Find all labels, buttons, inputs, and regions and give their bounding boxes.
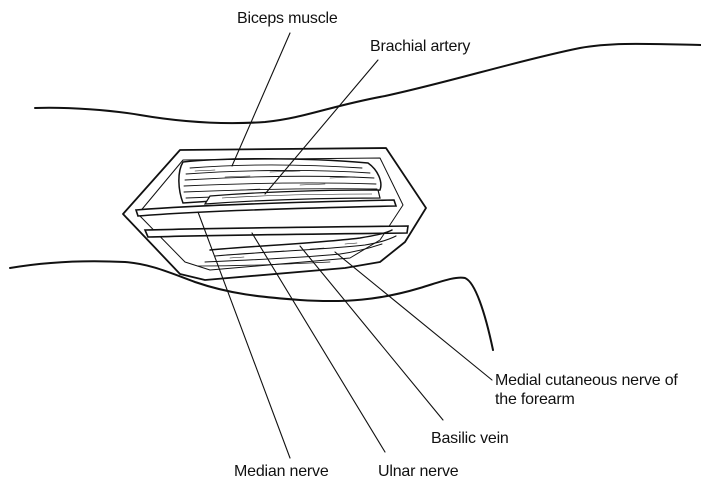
leader-basilic-vein <box>300 246 443 420</box>
median-nerve-band <box>136 200 396 216</box>
label-brachial-artery: Brachial artery <box>370 37 470 56</box>
leader-median-nerve <box>198 212 290 458</box>
label-medial-cutaneous-line2: the forearm <box>495 390 700 409</box>
leader-ulnar-nerve <box>252 233 385 452</box>
label-basilic-vein: Basilic vein <box>431 429 509 448</box>
label-medial-cutaneous-line1: Medial cutaneous nerve of <box>495 371 700 390</box>
label-median-nerve: Median nerve <box>234 462 329 481</box>
leader-biceps-muscle <box>232 33 290 166</box>
label-medial-cutaneous-nerve: Medial cutaneous nerve of the forearm <box>495 371 700 409</box>
leader-lines <box>198 33 492 458</box>
label-ulnar-nerve: Ulnar nerve <box>378 462 459 481</box>
label-biceps-muscle: Biceps muscle <box>237 9 338 28</box>
ulnar-nerve-band <box>145 226 408 237</box>
arm-upper-contour <box>35 44 701 123</box>
medial-cutaneous-shape <box>205 244 382 262</box>
arm-lower-contour <box>10 261 493 350</box>
leader-medial-cutaneous <box>335 252 492 380</box>
leader-brachial-artery <box>265 60 378 194</box>
